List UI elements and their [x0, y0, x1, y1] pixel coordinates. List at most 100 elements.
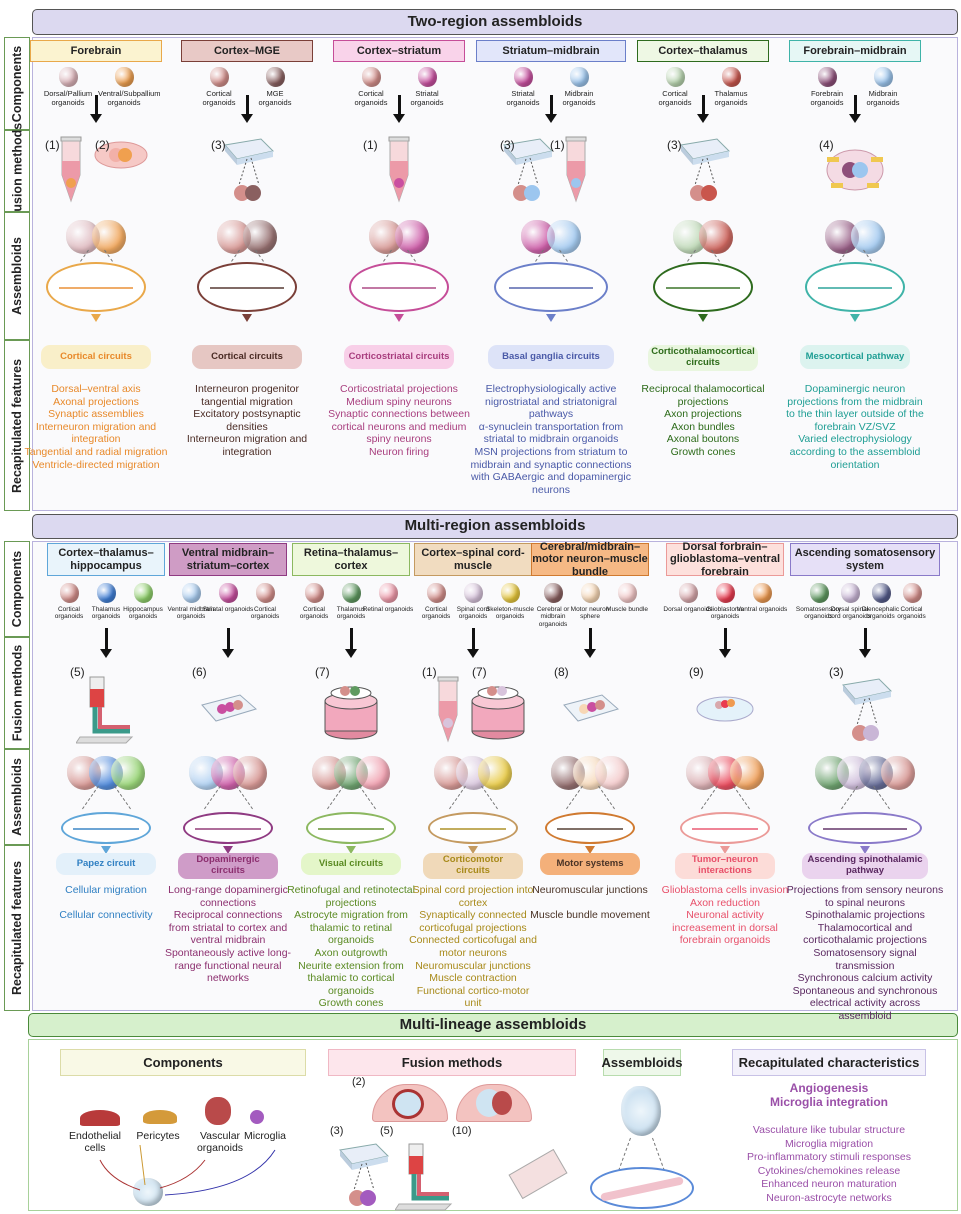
- feature-item: Functional cortico-motor unit: [416, 984, 530, 1010]
- organoid-icon: [722, 67, 741, 87]
- feature-item: Medium spiny neurons: [346, 395, 452, 408]
- vascular-organoid-icon: [205, 1097, 231, 1125]
- arrow-down-icon: [345, 628, 357, 658]
- neuron-projection-line: [317, 828, 385, 830]
- feature-item: Axonal projections: [53, 395, 139, 408]
- feature-item: Microglia migration: [784, 1137, 874, 1150]
- feature-item: Muscle bundle movement: [530, 908, 650, 921]
- side-label-components: Components: [4, 541, 30, 637]
- organoid-icon: [134, 583, 153, 603]
- organoid-icon: [219, 583, 238, 603]
- feature-item: Connected corticofugal and motor neurons: [409, 934, 537, 959]
- method-number: (6): [192, 665, 207, 679]
- organoid-icon: [716, 583, 735, 603]
- method-number: (5): [70, 665, 85, 679]
- cell-label: Endothelial cells: [69, 1130, 121, 1155]
- assembloid-organoid-icon: [243, 220, 277, 254]
- neuron-projection-line: [823, 828, 907, 830]
- feature-item: Spontaneously active long-range function…: [164, 946, 292, 985]
- endothelial-cell-icon: [80, 1110, 120, 1126]
- organoid-label: Skeleton-muscle organoids: [485, 606, 535, 621]
- method-number: (3): [500, 138, 515, 152]
- side-label-recap: Recapitulated features: [4, 845, 30, 1011]
- neuron-projection-line: [666, 287, 740, 289]
- column-title-multi_region: Dorsal forbrain–glioblastoma–ventral for…: [666, 541, 784, 578]
- column-title-multi_region: Retina–thalamus–cortex: [292, 543, 410, 576]
- arrow-down-icon: [242, 314, 252, 322]
- method-number: (3): [667, 138, 682, 152]
- multi-lineage-header: Multi-lineage assembloids: [28, 1013, 958, 1037]
- tube-icon: [565, 136, 587, 203]
- method-number: (1): [550, 138, 565, 152]
- method-number: (8): [554, 665, 569, 679]
- side-label-text: Components: [10, 550, 25, 628]
- organoid-label: Spinal cord organoids: [456, 606, 490, 621]
- feature-item: Varied electrophysiology according to th…: [789, 433, 921, 471]
- arrow-down-icon: [849, 95, 861, 123]
- side-label-text: Assembloids: [10, 758, 24, 836]
- assembloids-title: Assembloids: [602, 1049, 682, 1076]
- feature-item: Spontaneous and synchronous electrical a…: [792, 984, 938, 1022]
- arrow-down-icon: [545, 95, 557, 123]
- headline-item: Angiogenesis: [789, 1081, 869, 1095]
- organoid-icon: [305, 583, 324, 603]
- feature-item: Cellular migration: [65, 884, 147, 896]
- ring-dish-icon: [826, 149, 884, 191]
- feature-item: Retinofugal and retinotectal projections: [287, 884, 415, 909]
- circuit-badge: Ascending spinothalamic pathway: [802, 853, 928, 879]
- feature-item: [41, 897, 171, 909]
- arrow-down-icon: [222, 628, 234, 658]
- arrow-down-icon: [860, 846, 870, 854]
- method-number: (9): [689, 665, 704, 679]
- feature-item: Axon bundles: [671, 420, 735, 433]
- side-label-assembloids: Assembloids: [4, 749, 30, 845]
- recapitulated-features-list: Electrophysiologically active nigrostria…: [470, 383, 632, 496]
- two-region-panel: [32, 37, 958, 511]
- organoid-icon: [256, 583, 275, 603]
- organoid-label: Retinal organoids: [362, 606, 414, 613]
- feature-item: Neuromuscular junctions: [532, 884, 648, 896]
- organoid-icon: [544, 583, 563, 603]
- feature-item: Dopaminergic neuron projections from the…: [786, 383, 924, 433]
- organoid-label: Glioblastoma organoids: [706, 606, 744, 621]
- column-title-multi_region: Cerebral/midbrain–motor neuron–muscle bu…: [531, 540, 649, 578]
- neuron-projection-line: [194, 828, 262, 830]
- arrow-down-icon: [850, 314, 860, 322]
- organoid-icon: [342, 583, 361, 603]
- organoid-label: Thalamus organoids: [714, 89, 748, 107]
- neuron-projection-line: [691, 828, 759, 830]
- organoid-icon: [570, 67, 589, 87]
- organoid-label: Thalamus organoids: [91, 606, 121, 621]
- feature-item: Interneuron progenitor tangential migrat…: [195, 383, 299, 408]
- feature-item: Neuron firing: [368, 445, 430, 458]
- feature-item: Glioblastoma cells invasion: [661, 884, 789, 896]
- circuit-badge: Basal ganglia circuits: [488, 345, 614, 369]
- feature-item: Pro-inflammatory stimuli responses: [747, 1151, 911, 1163]
- organoid-icon: [362, 67, 381, 87]
- circuit-badge: Mesocortical pathway: [799, 345, 911, 369]
- organoid-icon: [392, 1089, 424, 1119]
- organoid-icon: [840, 583, 860, 603]
- side-label-text: Fusion methods: [10, 644, 24, 742]
- assembloid-organoid-icon: [730, 756, 764, 790]
- feature-item: Neuromuscular junctions: [415, 959, 531, 972]
- organoid-icon: [379, 583, 398, 603]
- tube-icon: [388, 136, 410, 203]
- method-number: (7): [315, 665, 330, 679]
- organoid-label: Cortical organoids: [658, 89, 692, 107]
- organoid-label: Forebrain organoids: [810, 89, 844, 107]
- method-number: (3): [829, 665, 844, 679]
- assembloid-organoid-icon: [881, 756, 915, 790]
- arrow-down-icon: [91, 314, 101, 322]
- tube-icon: [60, 136, 82, 203]
- circuit-badge: Corticostriatal circuits: [343, 345, 455, 369]
- organoid-icon: [501, 583, 520, 603]
- neuron-projection-line: [210, 287, 284, 289]
- organoid-label: Striatal organoids: [506, 89, 540, 107]
- feature-item: Vasculature like tubular structure: [752, 1124, 906, 1136]
- column-title-two_region: Cortex–striatum: [333, 40, 465, 62]
- organoid-label: Motor neuron sphere: [570, 606, 610, 621]
